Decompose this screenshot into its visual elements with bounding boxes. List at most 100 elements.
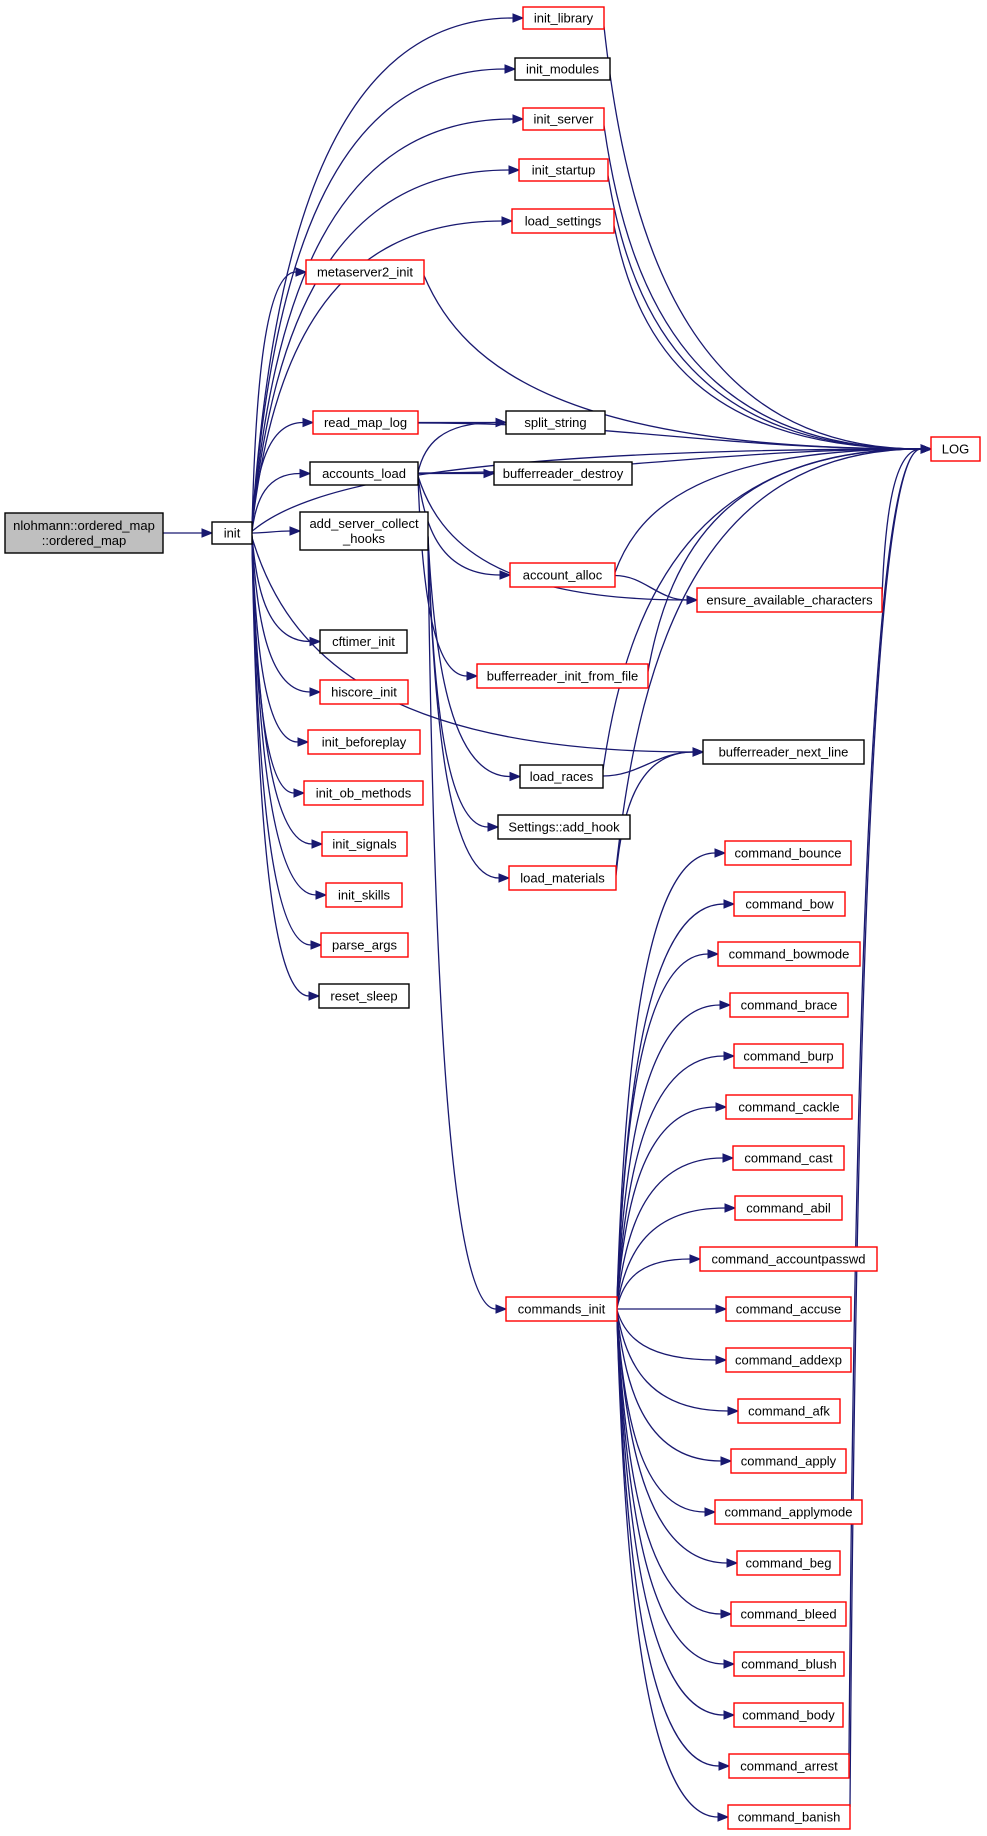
- node-command_blush[interactable]: command_blush: [733, 1651, 845, 1677]
- node-label-settings_add_hook: Settings::add_hook: [508, 820, 620, 835]
- node-label-bufferreader_destroy: bufferreader_destroy: [503, 466, 624, 481]
- node-command_bow[interactable]: command_bow: [733, 891, 846, 917]
- node-box-load_races: [519, 764, 604, 789]
- node-command_banish[interactable]: command_banish: [727, 1804, 851, 1830]
- edge-init-to-read_map_log: [251, 421, 304, 531]
- arrowhead-accounts_load-to-bufferreader_destroy: [483, 468, 496, 479]
- edge-add_server_collect_hooks-to-load_races: [427, 535, 511, 778]
- node-box-command_burp: [733, 1043, 844, 1069]
- node-box-load_materials: [508, 865, 617, 891]
- node-init_startup[interactable]: init_startup: [518, 158, 609, 182]
- arrowhead-add_server_collect_hooks-to-load_materials: [498, 873, 511, 883]
- node-command_applymode[interactable]: command_applymode: [714, 1499, 863, 1525]
- edge-init_startup-to-LOG: [607, 175, 922, 450]
- node-box-add_server_collect_hooks: [299, 511, 429, 551]
- node-command_bleed[interactable]: command_bleed: [730, 1601, 847, 1627]
- node-cftimer_init[interactable]: cftimer_init: [319, 629, 408, 654]
- node-label-command_brace: command_brace: [741, 998, 838, 1013]
- edge-commands_init-to-command_addexp: [616, 1309, 717, 1361]
- node-command_body[interactable]: command_body: [733, 1702, 844, 1728]
- node-label-root-line1: nlohmann::ordered_map: [13, 518, 155, 533]
- node-init_ob_methods[interactable]: init_ob_methods: [303, 780, 424, 806]
- node-settings_add_hook[interactable]: Settings::add_hook: [497, 814, 631, 840]
- node-parse_args[interactable]: parse_args: [320, 932, 409, 958]
- node-init_library[interactable]: init_library: [522, 6, 605, 30]
- node-command_cackle[interactable]: command_cackle: [725, 1094, 853, 1120]
- node-box-bufferreader_destroy: [493, 461, 633, 486]
- edge-commands_init-to-command_accountpasswd: [616, 1258, 691, 1309]
- node-split_string[interactable]: split_string: [505, 410, 606, 435]
- node-ensure_available_characters[interactable]: ensure_available_characters: [696, 587, 883, 613]
- edge-init_library-to-LOG: [603, 26, 922, 450]
- edge-commands_init-to-command_cackle: [616, 1106, 717, 1306]
- arrowhead-load_materials-to-bufferreader_next_line: [692, 747, 705, 757]
- arrowhead-init-to-init_skills: [315, 890, 328, 900]
- node-label-command_bleed: command_bleed: [740, 1607, 836, 1622]
- arrowhead-init-to-add_server_collect_hooks: [289, 526, 302, 536]
- node-command_arrest[interactable]: command_arrest: [728, 1753, 850, 1779]
- edge-init-to-init_modules: [251, 68, 506, 525]
- node-box-command_banish: [727, 1804, 851, 1830]
- node-root: nlohmann::ordered_map::ordered_map: [4, 512, 164, 554]
- node-command_afk[interactable]: command_afk: [737, 1398, 841, 1424]
- node-reset_sleep[interactable]: reset_sleep: [318, 983, 410, 1009]
- node-box-init_startup: [518, 158, 609, 182]
- node-label-init_library: init_library: [534, 11, 594, 26]
- node-command_cast[interactable]: command_cast: [732, 1145, 845, 1171]
- node-hiscore_init[interactable]: hiscore_init: [319, 679, 409, 705]
- node-command_accountpasswd[interactable]: command_accountpasswd: [699, 1246, 878, 1272]
- node-box-root: [4, 512, 164, 554]
- node-box-command_arrest: [728, 1753, 850, 1779]
- arrowhead-accounts_load-to-split_string: [495, 417, 508, 428]
- edge-init-to-load_settings: [251, 220, 503, 527]
- node-init[interactable]: init: [211, 521, 253, 545]
- node-command_brace[interactable]: command_brace: [729, 992, 849, 1018]
- node-command_abil[interactable]: command_abil: [734, 1195, 843, 1221]
- node-load_races[interactable]: load_races: [519, 764, 604, 789]
- arrowhead-init-to-read_map_log: [302, 417, 315, 428]
- node-box-command_body: [733, 1702, 844, 1728]
- node-command_accuse[interactable]: command_accuse: [725, 1296, 852, 1322]
- node-label-command_beg: command_beg: [746, 1556, 832, 1571]
- node-read_map_log[interactable]: read_map_log: [312, 410, 419, 435]
- arrowhead-init-to-cftimer_init: [309, 636, 322, 647]
- arrowhead-command_banish-to-LOG: [920, 444, 933, 454]
- node-accounts_load[interactable]: accounts_load: [309, 461, 419, 486]
- arrowhead-init-to-reset_sleep: [308, 991, 321, 1001]
- node-label-load_materials: load_materials: [520, 871, 605, 886]
- node-command_beg[interactable]: command_beg: [736, 1550, 841, 1576]
- node-label-command_burp: command_burp: [743, 1049, 833, 1064]
- node-load_materials[interactable]: load_materials: [508, 865, 617, 891]
- node-load_settings[interactable]: load_settings: [511, 208, 615, 234]
- node-box-init_skills: [325, 882, 403, 908]
- node-init_skills[interactable]: init_skills: [325, 882, 403, 908]
- node-account_alloc[interactable]: account_alloc: [509, 562, 616, 588]
- node-init_server[interactable]: init_server: [522, 107, 605, 131]
- node-label-reset_sleep: reset_sleep: [330, 989, 397, 1004]
- node-bufferreader_init_from_file[interactable]: bufferreader_init_from_file: [476, 663, 649, 689]
- node-command_bounce[interactable]: command_bounce: [724, 840, 852, 866]
- arrowhead-init-to-init_startup: [508, 165, 521, 175]
- node-LOG[interactable]: LOG: [930, 436, 981, 462]
- node-label-command_applymode: command_applymode: [725, 1505, 853, 1520]
- node-box-ensure_available_characters: [696, 587, 883, 613]
- node-init_signals[interactable]: init_signals: [321, 831, 408, 857]
- node-command_burp[interactable]: command_burp: [733, 1043, 844, 1069]
- edge-commands_init-to-command_brace: [616, 1004, 721, 1303]
- node-label-hiscore_init: hiscore_init: [331, 685, 397, 700]
- node-init_modules[interactable]: init_modules: [514, 57, 611, 81]
- node-label-parse_args: parse_args: [332, 938, 398, 953]
- node-label-read_map_log: read_map_log: [324, 415, 407, 430]
- node-init_beforeplay[interactable]: init_beforeplay: [307, 729, 421, 755]
- node-bufferreader_destroy[interactable]: bufferreader_destroy: [493, 461, 633, 486]
- arrowhead-commands_init-to-command_arrest: [718, 1761, 731, 1771]
- node-bufferreader_next_line[interactable]: bufferreader_next_line: [702, 739, 865, 765]
- edge-commands_init-to-command_burp: [616, 1055, 725, 1304]
- node-metaserver2_init[interactable]: metaserver2_init: [305, 259, 425, 285]
- node-commands_init[interactable]: commands_init: [505, 1296, 618, 1322]
- edge-load_races-to-LOG: [602, 448, 922, 771]
- node-command_addexp[interactable]: command_addexp: [725, 1347, 852, 1373]
- node-command_bowmode[interactable]: command_bowmode: [717, 941, 861, 967]
- node-add_server_collect_hooks[interactable]: add_server_collect_hooks: [299, 511, 429, 551]
- node-command_apply[interactable]: command_apply: [730, 1448, 847, 1474]
